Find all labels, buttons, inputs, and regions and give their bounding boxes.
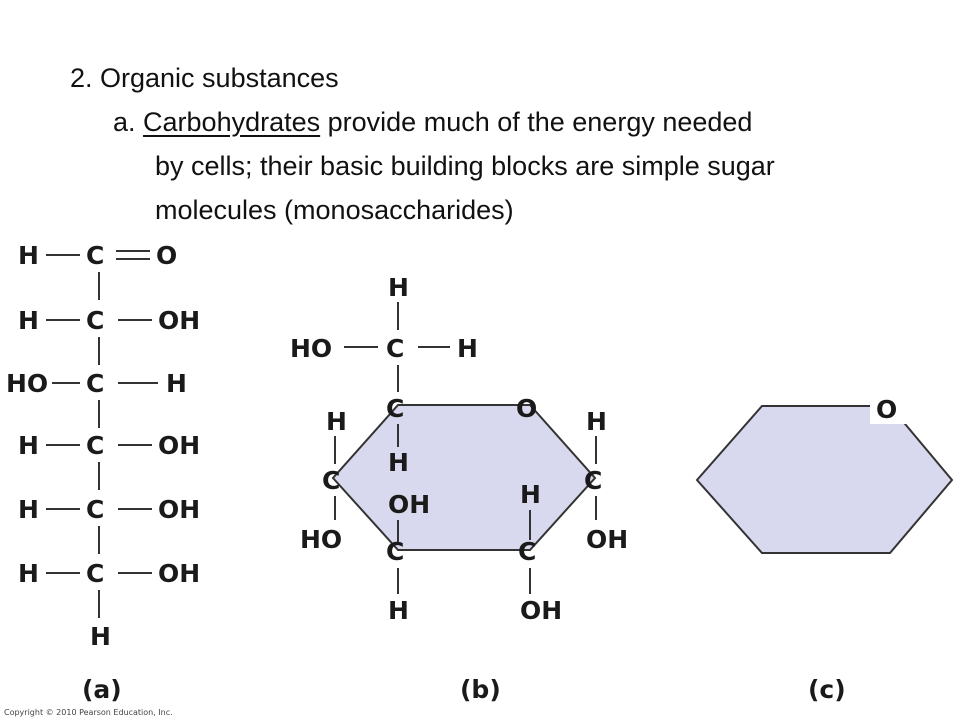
oxygen-label-backdrop	[870, 394, 906, 424]
atom-h: H	[18, 306, 39, 335]
atom-h: H	[90, 622, 111, 651]
atom-c: C	[584, 466, 602, 495]
copyright-notice: Copyright © 2010 Pearson Education, Inc.	[4, 708, 173, 717]
linear-glucose-structure: H C O H C OH HO C H H C OH H C OH	[6, 241, 200, 651]
atom-ho: HO	[290, 334, 332, 363]
atom-h: H	[18, 431, 39, 460]
atom-oh: OH	[388, 490, 430, 519]
panel-label-c: (c)	[808, 675, 846, 704]
atom-h: H	[457, 334, 478, 363]
ring-glucose-structure: H HO C H C H O H C HO H C OH OH C H H	[290, 273, 628, 625]
atom-c: C	[86, 495, 104, 524]
atom-o: O	[156, 241, 177, 270]
bullet-a-prefix: a.	[113, 107, 144, 137]
atom-oh: OH	[158, 306, 200, 335]
atom-c: C	[386, 394, 404, 423]
atom-o: O	[516, 394, 537, 423]
atom-c: C	[322, 466, 340, 495]
bullet-a-line-1: a. Carbohydrates provide much of the ene…	[113, 102, 752, 142]
atom-c: C	[86, 306, 104, 335]
atom-c: C	[86, 559, 104, 588]
bullet-a-rest: provide much of the energy needed	[320, 107, 753, 137]
atom-h: H	[388, 596, 409, 625]
bullet-a-line-3: molecules (monosaccharides)	[155, 195, 514, 225]
atom-h: H	[18, 495, 39, 524]
atom-h: H	[166, 369, 187, 398]
atom-h: H	[326, 407, 347, 436]
panel-label-b: (b)	[460, 675, 501, 704]
atom-oh: OH	[158, 495, 200, 524]
atom-c: C	[86, 369, 104, 398]
glucose-ring	[331, 404, 597, 551]
panel-label-a: (a)	[82, 675, 122, 704]
atom-h: H	[18, 241, 39, 270]
atom-ho: HO	[6, 369, 48, 398]
simplified-ring-structure: O	[695, 394, 954, 554]
atom-c: C	[386, 334, 404, 363]
atom-c: C	[386, 537, 404, 566]
atom-h: H	[586, 407, 607, 436]
carbohydrates-term: Carbohydrates	[143, 107, 321, 137]
atom-c: C	[86, 431, 104, 460]
atom-oh: OH	[586, 525, 628, 554]
atom-o: O	[876, 395, 897, 424]
atom-h: H	[388, 448, 409, 477]
atom-h: H	[520, 480, 541, 509]
atom-oh: OH	[158, 559, 200, 588]
atom-oh: OH	[520, 596, 562, 625]
atom-c: C	[86, 241, 104, 270]
atom-h: H	[388, 273, 409, 302]
atom-oh: OH	[158, 431, 200, 460]
atom-c: C	[518, 537, 536, 566]
atom-ho: HO	[300, 525, 342, 554]
bullet-a-line-2: by cells; their basic building blocks ar…	[155, 151, 775, 181]
slide-heading: 2. Organic substances	[70, 63, 339, 93]
atom-h: H	[18, 559, 39, 588]
simplified-glucose-ring	[695, 405, 954, 554]
